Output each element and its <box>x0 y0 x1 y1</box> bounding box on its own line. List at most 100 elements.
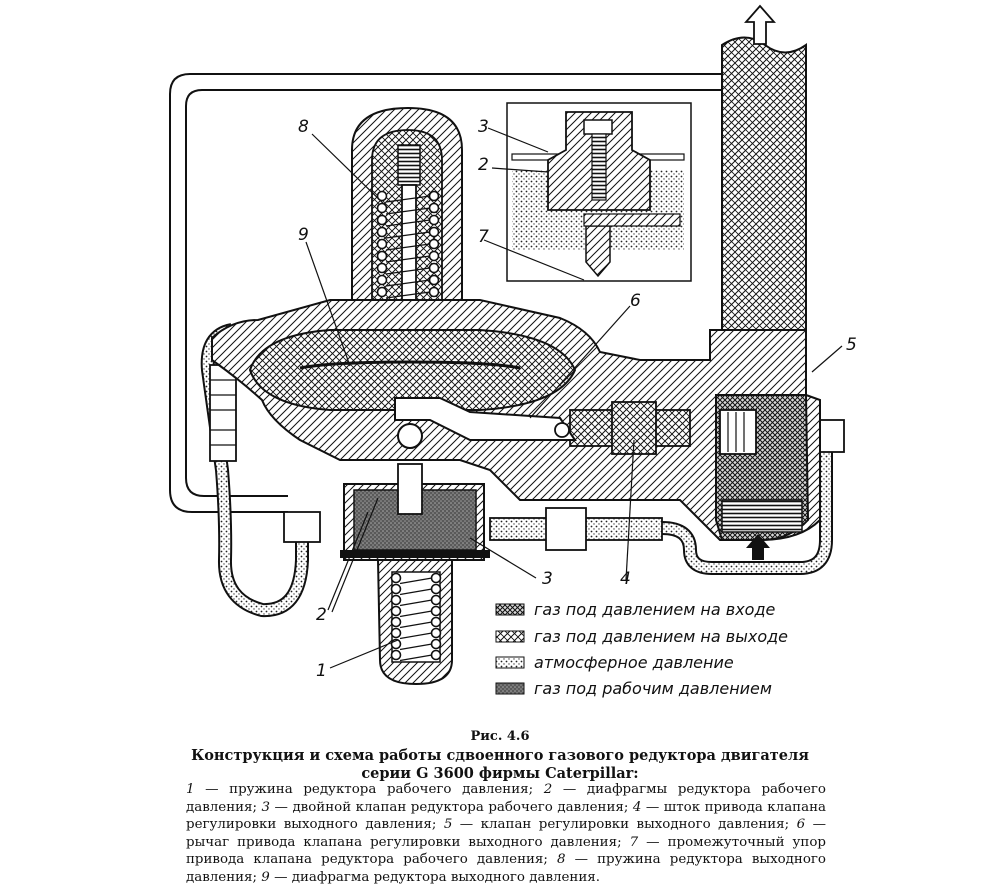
spring-coil <box>428 226 440 238</box>
spring-wire <box>385 267 431 275</box>
parts-list-item: 1 — пружина редуктора рабочего давления; <box>186 782 544 797</box>
figure-title: Конструкция и схема работы сдвоенного га… <box>191 747 809 782</box>
spring-wire <box>399 632 433 640</box>
parts-list-text: промежуточный упор привода клапана редук… <box>186 834 826 868</box>
parts-list-item: 6 — рычаг привода клапана регулировки вы… <box>186 817 827 850</box>
parts-list-number: 6 <box>796 817 806 833</box>
spring-wire <box>385 255 431 263</box>
parts-list-item: 3 — двойной клапан редуктора рабочего да… <box>261 799 633 815</box>
parts-list-text: двойной клапан редуктора рабочего давлен… <box>292 799 624 815</box>
spring-coil <box>428 214 440 226</box>
spring-coil <box>376 286 388 298</box>
spring-coil <box>390 572 402 584</box>
callout-6: 6 <box>630 291 641 311</box>
spring-coil <box>430 583 442 595</box>
spring-wire <box>385 195 431 203</box>
feedback-pipe <box>169 73 722 513</box>
spring-wire <box>385 279 431 287</box>
spring-coil <box>390 605 402 617</box>
spring-coil <box>428 202 440 214</box>
parts-list: 1 — пружина редуктора рабочего давления;… <box>186 781 826 887</box>
gas-regulator-diagram: газ под давлением на входе газ под давле… <box>169 4 857 698</box>
parts-list-number: 5 <box>443 817 453 833</box>
working-pressure-spring-housing <box>376 559 453 686</box>
spring-wire <box>385 219 431 227</box>
parts-list-text: рычаг привода клапана регулировки выходн… <box>186 834 618 850</box>
callout-2: 2 <box>316 605 327 625</box>
inset-detail <box>506 102 692 282</box>
callout-1: 1 <box>316 661 327 681</box>
callouts: 8 9 3 2 7 6 5 3 4 2 1 <box>298 117 857 681</box>
callout-8: 8 <box>298 117 309 137</box>
parts-list-number: 1 <box>186 782 195 797</box>
parts-list-item: 5 — клапан регулировки выходного давлени… <box>443 817 797 833</box>
spring-coil <box>430 572 442 584</box>
spring-wire <box>399 643 433 651</box>
callout-5: 5 <box>846 335 857 355</box>
spring-coil <box>390 649 402 661</box>
spring-coil <box>376 202 388 214</box>
spring-coil <box>376 262 388 274</box>
parts-list-number: 4 <box>632 799 642 815</box>
callout-7: 7 <box>478 227 489 247</box>
legend-swatch-inlet <box>495 603 525 616</box>
callout-3: 3 <box>542 569 553 589</box>
parts-list-item: 9 — диафрагма редуктора выходного давлен… <box>261 869 600 885</box>
parts-list-text: пружина редуктора выходного давления <box>186 852 826 885</box>
spring-wire <box>385 243 431 251</box>
spring-wire <box>399 588 433 596</box>
spring-coil <box>430 605 442 617</box>
parts-list-item: 2 — диафрагмы редуктора рабочего давлени… <box>186 782 826 815</box>
spring-coil <box>430 594 442 606</box>
figure-number: Рис. 4.6 <box>470 729 530 744</box>
legend-label-outlet: газ под давлением на выходе <box>534 627 788 646</box>
spring-coil <box>430 638 442 650</box>
leader-lines <box>305 127 843 669</box>
callout-2-inset: 2 <box>478 155 489 175</box>
spring-coil <box>428 190 440 202</box>
legend: газ под давлением на входе газ под давле… <box>495 600 788 698</box>
parts-list-number: 2 <box>543 782 553 797</box>
callout-9: 9 <box>298 225 309 245</box>
spring-wire <box>385 291 431 299</box>
spring-coil <box>430 649 442 661</box>
spring-coil <box>376 190 388 202</box>
parts-list-number: 3 <box>261 799 271 815</box>
spring-coil <box>376 238 388 250</box>
spring-wire <box>385 207 431 215</box>
legend-swatch-working <box>495 682 525 695</box>
parts-list-item: 8 — пружина редуктора выходного давления… <box>186 852 826 885</box>
spring-coil <box>428 286 440 298</box>
callout-4: 4 <box>620 569 631 589</box>
parts-list-item: 7 — промежуточный упор привода клапана р… <box>186 834 826 868</box>
spring-coil <box>376 226 388 238</box>
parts-list-item: 4 — шток привода клапана регулировки вых… <box>186 799 826 833</box>
spring-coil <box>376 214 388 226</box>
spring-coil <box>430 616 442 628</box>
outlet-pressure-spring <box>376 190 440 299</box>
spring-wire <box>399 599 433 607</box>
spring-coil <box>390 583 402 595</box>
callout-3-inset: 3 <box>478 117 489 137</box>
parts-list-text: диафрагма редуктора выходного давления <box>291 869 596 885</box>
spring-wire <box>399 621 433 629</box>
parts-list-text: диафрагмы редуктора рабочего давления <box>186 782 826 815</box>
legend-label-working: газ под рабочим давлением <box>534 679 772 698</box>
spring-coil <box>390 616 402 628</box>
spring-coil <box>428 274 440 286</box>
spring-coil <box>376 274 388 286</box>
parts-list-text: шток привода клапана регулировки выходно… <box>186 799 826 833</box>
spring-coil <box>428 250 440 262</box>
legend-swatch-atmospheric <box>495 656 525 669</box>
parts-list-text: пружина редуктора рабочего давления <box>229 782 529 797</box>
spring-coil <box>376 250 388 262</box>
regulator-body <box>211 299 821 561</box>
spring-coil <box>390 594 402 606</box>
spring-coil <box>430 627 442 639</box>
spring-wire <box>399 577 433 585</box>
spring-wire <box>399 654 433 662</box>
parts-list-number: 9 <box>261 869 270 885</box>
spring-coil <box>428 262 440 274</box>
parts-list-number: 7 <box>629 834 639 850</box>
parts-list-number: 8 <box>557 852 566 868</box>
